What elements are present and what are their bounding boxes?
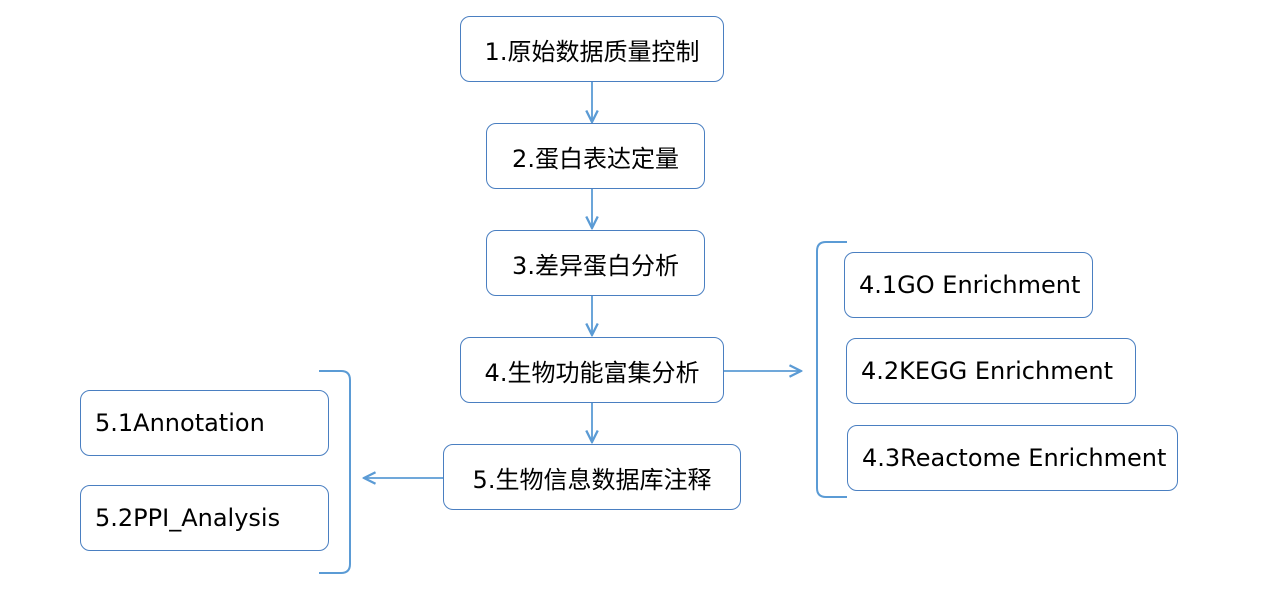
- ppi-analysis-box: 5.2PPI_Analysis: [80, 485, 329, 551]
- enrichment-go-label: 4.1GO Enrichment: [859, 271, 1081, 299]
- step-2-label: 2.蛋白表达定量: [512, 144, 679, 173]
- enrichment-kegg-label: 4.2KEGG Enrichment: [861, 357, 1113, 385]
- step-3-box: 3.差异蛋白分析: [486, 230, 705, 296]
- step-5-box: 5.生物信息数据库注释: [443, 444, 741, 510]
- enrichment-reactome-box: 4.3Reactome Enrichment: [847, 425, 1178, 491]
- enrichment-bracket: [816, 241, 847, 498]
- step-3-label: 3.差异蛋白分析: [512, 251, 679, 280]
- step-2-box: 2.蛋白表达定量: [486, 123, 705, 189]
- ppi-analysis-label: 5.2PPI_Analysis: [95, 504, 281, 532]
- annotation-box: 5.1Annotation: [80, 390, 329, 456]
- annotation-label: 5.1Annotation: [95, 409, 265, 437]
- step-1-box: 1.原始数据质量控制: [460, 16, 724, 82]
- enrichment-go-box: 4.1GO Enrichment: [844, 252, 1093, 318]
- step-5-label: 5.生物信息数据库注释: [472, 465, 712, 494]
- step-4-box: 4.生物功能富集分析: [460, 337, 724, 403]
- step-4-label: 4.生物功能富集分析: [484, 358, 700, 387]
- step-1-label: 1.原始数据质量控制: [484, 37, 700, 66]
- enrichment-kegg-box: 4.2KEGG Enrichment: [846, 338, 1136, 404]
- enrichment-reactome-label: 4.3Reactome Enrichment: [862, 444, 1167, 472]
- annotation-bracket: [319, 370, 351, 574]
